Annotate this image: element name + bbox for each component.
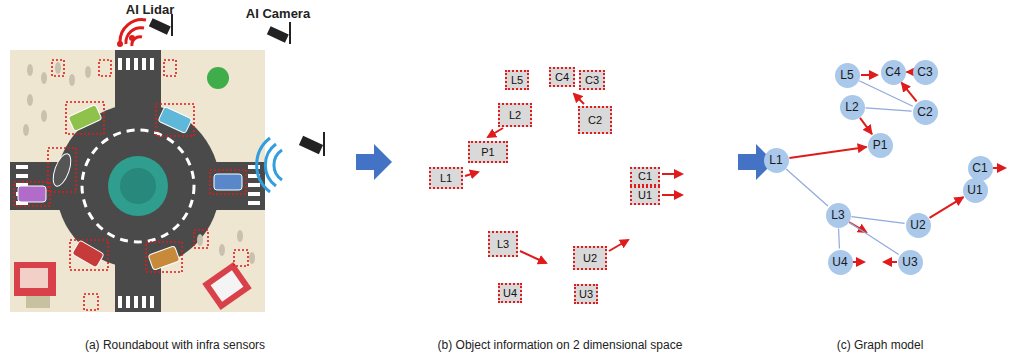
- velocity-arrows: [465, 75, 1005, 263]
- graph-node: U2: [906, 213, 931, 238]
- node-label: P1: [481, 147, 494, 158]
- relation-line: [849, 222, 898, 254]
- node-label: U4: [503, 288, 517, 299]
- sensor-label: AI Lidar: [126, 2, 174, 17]
- object-box: C2: [578, 106, 612, 134]
- node-label: C1: [638, 171, 652, 182]
- node-label: C4: [555, 72, 569, 83]
- graph-node: L3: [826, 203, 851, 228]
- sensor-label: AI Camera: [246, 6, 310, 21]
- node-label: U1: [638, 190, 652, 201]
- graph-node: U3: [898, 250, 923, 275]
- object-box: C4: [549, 67, 575, 87]
- node-label: U1: [967, 184, 982, 196]
- node-label: C3: [585, 75, 599, 86]
- object-box: L3: [488, 231, 518, 257]
- node-label: C1: [972, 162, 987, 174]
- relation-line: [859, 81, 913, 106]
- node-label: C3: [917, 66, 932, 78]
- node-label: L5: [840, 69, 853, 81]
- node-label: L1: [769, 154, 782, 166]
- relation-line: [838, 228, 840, 248]
- motion-arrow: [930, 197, 964, 218]
- transition-arrow: [356, 144, 392, 180]
- node-label: C2: [588, 115, 602, 126]
- node-label: U3: [902, 256, 917, 268]
- graph-node: U4: [828, 250, 853, 275]
- panel-caption: (b) Object information on 2 dimensional …: [438, 338, 683, 352]
- lidar-sensor: [117, 14, 172, 47]
- object-box: L2: [498, 103, 532, 127]
- relation-line: [851, 217, 904, 224]
- object-box: L5: [505, 70, 529, 90]
- roundabout-illustration: [10, 50, 265, 312]
- graph-node: L2: [840, 95, 865, 120]
- node-label: P1: [873, 139, 888, 151]
- camera-sensor-right: [257, 132, 324, 192]
- object-box: C1: [630, 167, 660, 186]
- node-label: C4: [885, 66, 900, 78]
- relation-line: [865, 108, 911, 111]
- graph-node: L5: [835, 63, 860, 88]
- graph-node: C2: [913, 100, 938, 125]
- node-label: L5: [511, 75, 523, 86]
- node-label: U2: [583, 253, 597, 264]
- relation-line: [786, 169, 828, 206]
- node-label: L3: [497, 239, 509, 250]
- object-box: L1: [429, 167, 463, 189]
- motion-arrow: [860, 118, 872, 134]
- panel-caption: (a) Roundabout with infra sensors: [85, 338, 265, 352]
- node-label: C2: [917, 106, 932, 118]
- node-label: U4: [832, 256, 847, 268]
- node-label: L3: [831, 209, 844, 221]
- node-label: L2: [845, 101, 858, 113]
- graph-node: U1: [963, 178, 988, 203]
- node-label: U2: [910, 219, 925, 231]
- node-label: U3: [579, 289, 593, 300]
- graph-node: C3: [913, 60, 938, 85]
- motion-arrow: [901, 83, 916, 102]
- object-box: C3: [579, 70, 605, 90]
- graph-node: C1: [968, 156, 993, 181]
- object-box: U2: [573, 246, 607, 270]
- graph-node: P1: [868, 133, 893, 158]
- motion-arrow: [907, 71, 912, 73]
- object-box: U1: [630, 186, 660, 205]
- object-box: U4: [498, 283, 522, 303]
- node-label: L2: [509, 110, 521, 121]
- camera-sensor: [267, 22, 290, 44]
- motion-arrow: [789, 147, 866, 158]
- graph-node: L1: [764, 148, 789, 173]
- object-box: U3: [574, 284, 598, 304]
- panel-caption: (c) Graph model: [837, 338, 924, 352]
- object-box: P1: [468, 141, 508, 163]
- node-label: L1: [440, 173, 452, 184]
- graph-node: C4: [881, 60, 906, 85]
